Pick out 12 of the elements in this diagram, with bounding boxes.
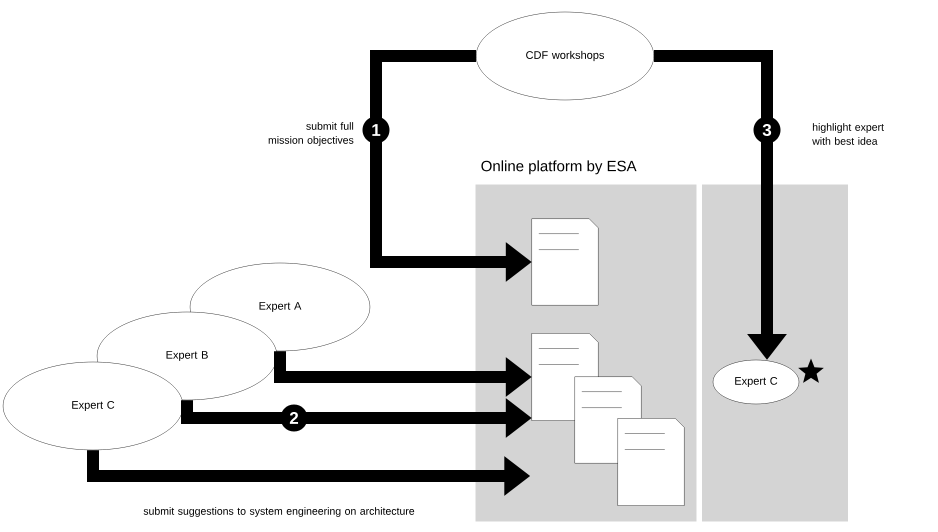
note: submit suggestions to system engineering on architecture: [144, 507, 414, 517]
document-icon: [618, 418, 684, 506]
ellipse-node: Expert C: [2, 362, 184, 450]
step-number: 2: [280, 404, 308, 432]
panel-heading: Online platform by ESA: [481, 160, 637, 174]
step-number: 1: [362, 116, 390, 144]
step-number: 3: [754, 116, 780, 144]
note: submit full mission objectives: [268, 122, 354, 146]
ellipse-node: Expert C: [712, 360, 800, 404]
document-icon: [532, 218, 598, 306]
note: highlight expert with best idea: [812, 123, 884, 145]
ellipse-node: CDF workshops: [476, 12, 654, 100]
